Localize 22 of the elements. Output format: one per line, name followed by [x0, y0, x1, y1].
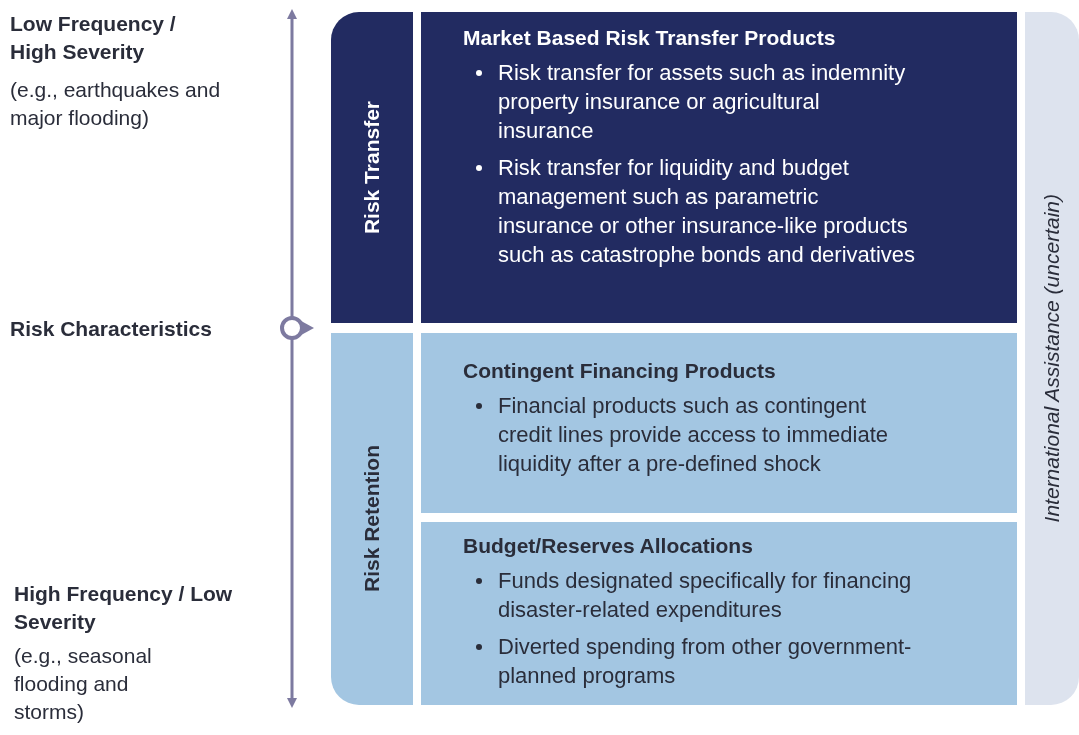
side-band: [1025, 12, 1079, 705]
side-label: International Assistance (uncertain): [1040, 194, 1064, 523]
bullet-text: Financial products such as contingent credit lines provide access to immediate liquidity after a pre-defined shock: [463, 391, 917, 478]
band-label: Risk Transfer: [360, 100, 384, 235]
product-panel: [421, 522, 1017, 705]
bullet-text: Risk transfer for liquidity and budget management such as parametric insurance or other insurance-like products such as catastrophe bonds and derivatives: [463, 153, 917, 269]
example-note: (e.g., seasonal flooding and storms): [14, 643, 153, 725]
band-label: Risk Retention: [360, 445, 384, 593]
scale-end-label: High Frequency / Low Severity: [14, 581, 234, 635]
example-note: (e.g., earthquakes and major flooding): [10, 77, 222, 131]
bullet-text: Funds designated specifically for financing disaster-related expenditures: [463, 566, 917, 624]
axis-label: Risk Characteristics: [10, 316, 213, 342]
product-panel: [421, 12, 1017, 323]
category-band: [331, 12, 413, 323]
panel-heading: Contingent Financing Products: [463, 359, 777, 383]
product-panel: [421, 333, 1017, 513]
category-band: [331, 333, 413, 705]
bullet-text: Risk transfer for assets such as indemnity property insurance or agricultural insurance: [463, 58, 917, 145]
panel-heading: Market Based Risk Transfer Products: [463, 26, 837, 50]
scale-end-label: Low Frequency / High Severity: [10, 11, 177, 65]
bullet-text: Diverted spending from other government-planned programs: [463, 632, 917, 690]
panel-heading: Budget/Reserves Allocations: [463, 534, 754, 558]
